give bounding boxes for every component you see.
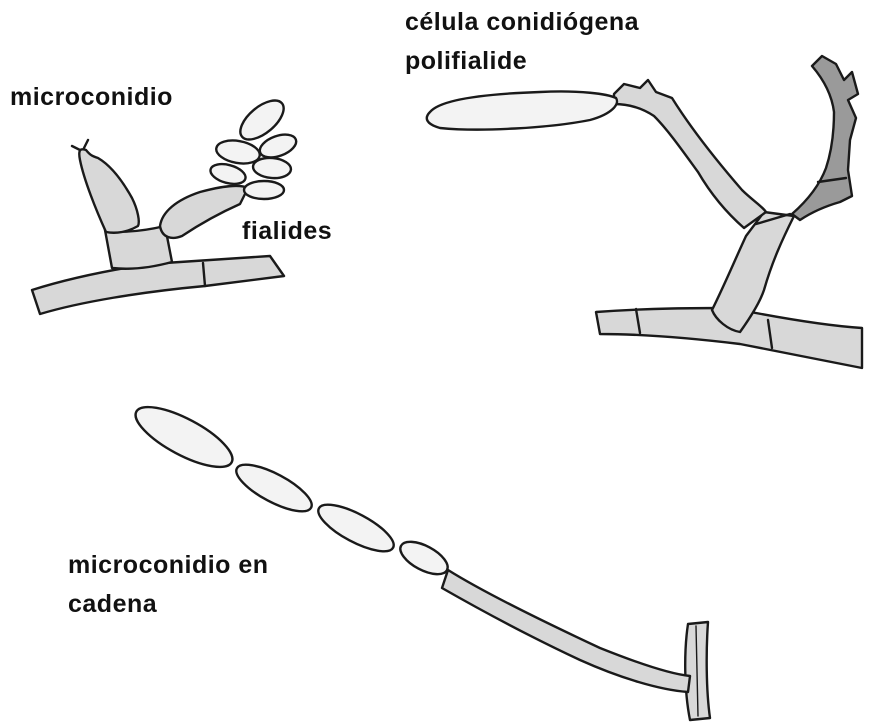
chain-conidium: [312, 496, 399, 560]
label-cadena: cadena: [68, 589, 157, 619]
label-polifialide: polifialide: [405, 46, 527, 76]
chain-conidium: [395, 535, 452, 581]
chain-conidium: [230, 456, 317, 520]
label-microconidio: microconidio: [10, 82, 173, 112]
phialide-right: [160, 186, 248, 238]
phialide-left: [79, 149, 139, 232]
microconidium: [252, 156, 292, 179]
label-fialides: fialides: [242, 216, 332, 246]
phialide-group-topleft: [32, 93, 299, 314]
label-celula-conidiogena: célula conidiógena: [405, 7, 639, 37]
stalk: [712, 212, 794, 332]
dark-branch: [792, 56, 858, 220]
conidiophore: [442, 570, 690, 692]
conidium-elongated: [427, 91, 617, 129]
chain-conidium: [128, 396, 240, 478]
label-microconidio-en-cadena: microconidio en: [68, 550, 269, 580]
phialide-tip: [72, 140, 88, 150]
microconidium: [244, 181, 284, 199]
polyphialide-cell: [614, 80, 766, 228]
polyphialide-group: [427, 56, 862, 368]
